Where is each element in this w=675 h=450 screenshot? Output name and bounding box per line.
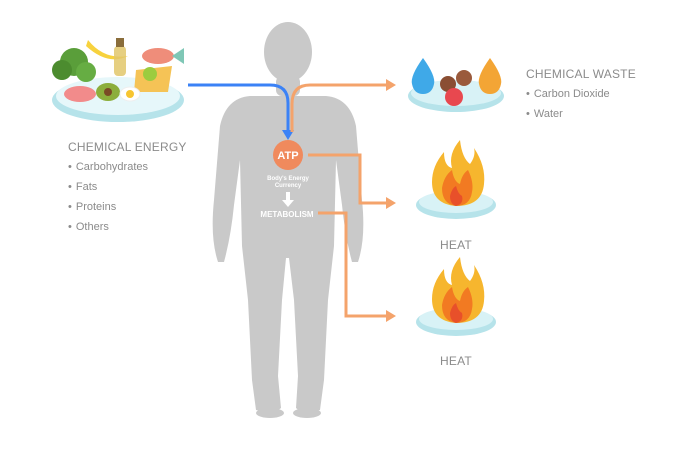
food-plate-icon (52, 38, 184, 122)
atp-to-waste-arrowhead (386, 79, 396, 91)
heat-plate-bottom (416, 257, 496, 336)
atp-caption-line2: Currency (275, 183, 302, 189)
chemical-waste-title: CHEMICAL WASTE (526, 67, 636, 81)
list-item: Water (526, 104, 636, 124)
atp-to-heat-arrowhead (386, 197, 396, 209)
metabolism-to-heat-arrowhead (386, 310, 396, 322)
list-item: Carbon Dioxide (526, 84, 636, 104)
metabolism-to-heat-arrow (318, 211, 388, 318)
atp-circle (273, 140, 303, 170)
chemical-waste-block: CHEMICAL WASTE Carbon Dioxide Water (526, 67, 636, 124)
list-item: Others (68, 217, 187, 237)
molecule-icon (440, 70, 472, 106)
water-drop-icon (411, 58, 435, 94)
list-item: Carbohydrates (68, 157, 187, 177)
heat-plate-top (416, 140, 496, 219)
chemical-waste-list: Carbon Dioxide Water (526, 84, 636, 124)
food-to-atp-arrow (188, 83, 290, 132)
atp-caption-line1: Body's Energy (267, 176, 309, 182)
atp-to-metabolism-arrow (282, 192, 294, 207)
metabolism-label: METABOLISM (260, 210, 314, 219)
orange-drop-icon (478, 58, 502, 94)
list-item: Proteins (68, 197, 187, 217)
heat-label-top: HEAT (440, 238, 472, 252)
waste-plate-icon (408, 58, 504, 112)
list-item: Fats (68, 177, 187, 197)
chemical-energy-block: CHEMICAL ENERGY Carbohydrates Fats Prote… (68, 140, 187, 237)
chemical-energy-title: CHEMICAL ENERGY (68, 140, 187, 154)
food-to-atp-arrowhead (282, 130, 294, 140)
heat-label-bottom: HEAT (440, 354, 472, 368)
atp-to-heat-arrow (308, 153, 388, 205)
chemical-energy-list: Carbohydrates Fats Proteins Others (68, 157, 187, 237)
atp-label: ATP (277, 150, 298, 162)
atp-to-waste-arrow (290, 83, 388, 132)
human-body-silhouette (212, 22, 364, 418)
